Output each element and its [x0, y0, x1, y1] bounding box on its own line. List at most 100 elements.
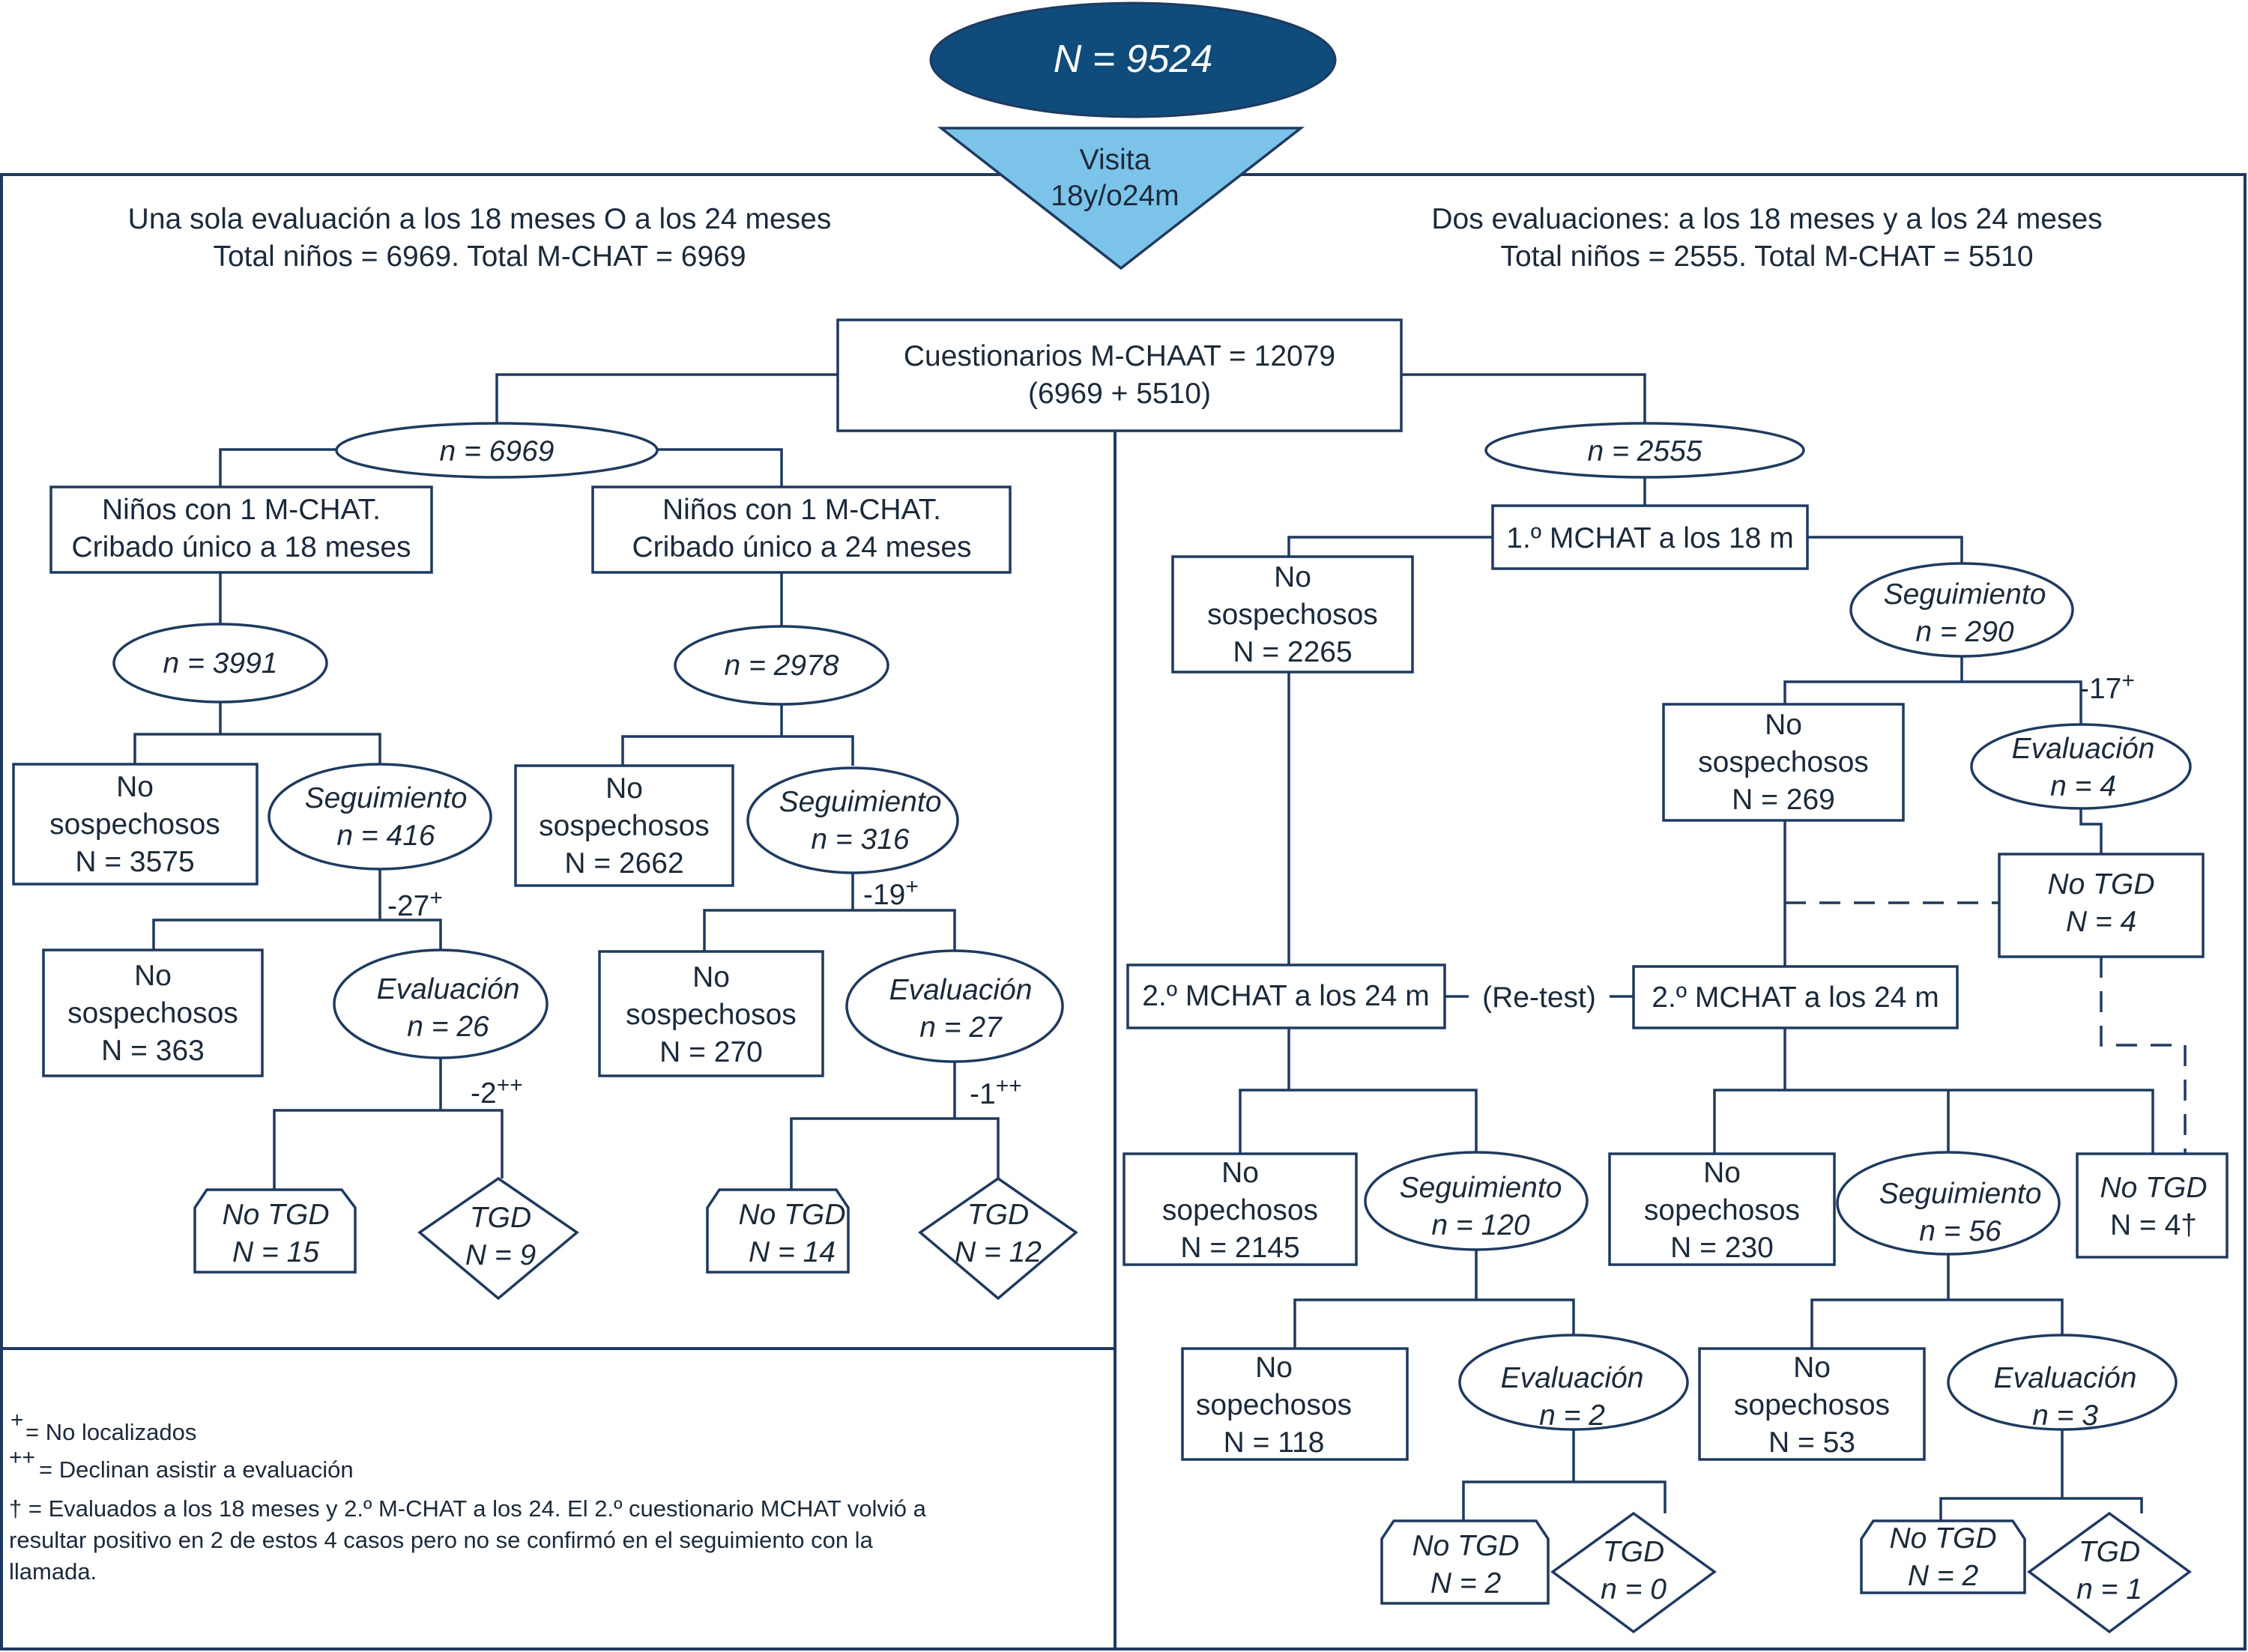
left-b-ns2-2: sospechosos [626, 999, 797, 1031]
legend-pp: = Declinan asistir a evaluación [39, 1456, 354, 1483]
right-second-a-label: 2.º MCHAT a los 24 m [1142, 980, 1429, 1012]
connector-lines [133, 373, 2154, 1521]
right-a-ns-3: N = 2145 [1180, 1232, 1299, 1264]
right-ns18b-1: No [1765, 709, 1802, 741]
left-a-ev-oval [333, 948, 549, 1059]
legend-dagger-1: † = Evaluados a los 18 meses y 2.º M-CHA… [9, 1495, 927, 1522]
right-seg18-oval [1849, 562, 2074, 658]
right-b-notgd-dagger-1: No TGD [2100, 1172, 2207, 1204]
left-b-ns-box [514, 764, 734, 887]
right-a-ns-2: sopechosos [1162, 1194, 1318, 1226]
legend-dagger-2: resultar positivo en 2 de estos 4 casos … [9, 1527, 874, 1553]
left-b-tgd-1: TGD [967, 1199, 1029, 1231]
left-b-loss2: -1++ [970, 1074, 1022, 1110]
right-ns18b-box [1662, 703, 1905, 822]
right-loss: -17+ [2079, 668, 2135, 705]
right-a-seg-1: Seguimiento [1400, 1172, 1562, 1204]
left-header-1: Una sola evaluación a los 18 meses O a l… [128, 203, 832, 235]
legend-pp-symbol: ++ [9, 1445, 35, 1470]
legend-plus-symbol: + [10, 1408, 24, 1432]
left-a-n-label: n = 3991 [163, 647, 278, 680]
left-b-ns-2: sospechosos [539, 810, 710, 842]
visit-label-2: 18y/o24m [1051, 180, 1179, 212]
right-ns18b-2: sospechosos [1698, 746, 1869, 778]
left-a-ns-1: No [116, 771, 154, 803]
right-ev18-1: Evaluación [2012, 733, 2155, 765]
left-b-ev-oval [845, 949, 1064, 1063]
left-a-ns2-2: sospechosos [67, 997, 238, 1029]
left-a-notgd-shape [193, 1188, 357, 1274]
right-b-ns2-1: No [1793, 1352, 1831, 1384]
right-b-notgd-shape [1860, 1519, 2026, 1594]
right-b-notgd-dagger-2: N = 4† [2110, 1209, 2197, 1241]
right-second-b-label: 2.º MCHAT a los 24 m [1652, 981, 1939, 1014]
right-ns18-3: N = 2265 [1233, 636, 1352, 668]
left-b-ev-1: Evaluación [889, 974, 1033, 1006]
right-ev18-oval [1970, 723, 2192, 810]
left-a-notgd-1: No TGD [222, 1199, 329, 1231]
right-b-tgd-diamond [2027, 1511, 2192, 1634]
left-b-ev-2: n = 27 [919, 1011, 1003, 1044]
left-b-ns2-box [598, 950, 824, 1077]
questionnaires-box [836, 318, 1403, 432]
left-a-tgd-diamond [417, 1176, 579, 1301]
right-a-notgd-1: No TGD [1412, 1530, 1519, 1562]
left-a-seg-oval [268, 763, 492, 871]
left-b-tgd-diamond [918, 1176, 1078, 1301]
left-a-seg-1: Seguimiento [305, 782, 468, 814]
left-b-box-2: Cribado único a 24 meses [632, 531, 971, 563]
left-b-seg-2: n = 316 [811, 823, 910, 856]
left-b-box-1: Niños con 1 M-CHAT. [662, 494, 941, 526]
left-a-ns-3: N = 3575 [75, 846, 194, 878]
left-b-n-oval [674, 625, 889, 706]
right-a-ns2-box [1181, 1347, 1409, 1461]
left-a-ns2-1: No [134, 960, 172, 992]
right-a-seg-oval [1364, 1151, 1589, 1251]
legend-plus: = No localizados [25, 1419, 196, 1445]
left-n-label: n = 6969 [440, 435, 555, 468]
left-a-ns2-3: N = 363 [101, 1035, 205, 1067]
right-a-tgd-1: TGD [1603, 1536, 1664, 1568]
total-oval [929, 1, 1337, 118]
right-first-label: 1.º MCHAT a los 18 m [1506, 522, 1793, 554]
left-a-ns2-box [42, 948, 264, 1077]
right-notgd18-2: N = 4 [2066, 906, 2136, 938]
right-a-notgd-shape [1380, 1519, 1550, 1605]
right-b-seg-2: n = 56 [1919, 1215, 2001, 1247]
left-b-seg-1: Seguimiento [779, 786, 942, 818]
right-a-ns-1: No [1221, 1157, 1259, 1189]
left-b-box [591, 485, 1012, 574]
left-a-ev-2: n = 26 [407, 1011, 489, 1043]
left-a-ev-1: Evaluación [377, 973, 520, 1005]
right-a-ns2-3: N = 118 [1224, 1426, 1325, 1459]
right-header-2: Total niños = 2555. Total M-CHAT = 5510 [1500, 240, 2033, 273]
visit-label-1: Visita [1080, 144, 1151, 176]
legend-dagger-3: llamada. [9, 1558, 97, 1585]
dashed-connectors [1785, 901, 2187, 1154]
right-a-ns2-2: sopechosos [1196, 1389, 1352, 1421]
left-a-ns-box [12, 763, 259, 886]
left-a-ns-2: sospechosos [49, 808, 220, 841]
retest-label: (Re-test) [1482, 981, 1596, 1014]
right-a-tgd-2: n = 0 [1601, 1573, 1667, 1606]
left-b-tgd-2: N = 12 [955, 1236, 1042, 1268]
right-a-notgd-2: N = 2 [1430, 1567, 1502, 1600]
right-ns18-box [1171, 555, 1414, 674]
left-b-ns2-3: N = 270 [659, 1036, 763, 1068]
left-a-box [49, 485, 433, 574]
total-label: N = 9524 [1054, 37, 1213, 81]
right-a-ns-box [1123, 1152, 1358, 1266]
left-a-n-oval [112, 623, 328, 704]
left-b-loss1: -19+ [863, 874, 919, 911]
right-ns18-1: No [1274, 561, 1311, 593]
left-a-box-1: Niños con 1 M-CHAT. [102, 494, 381, 526]
left-b-notgd-shape [706, 1188, 850, 1274]
right-a-ns2-1: No [1255, 1352, 1293, 1384]
right-b-ns2-2: sopechosos [1734, 1389, 1890, 1421]
right-b-seg-1: Seguimiento [1879, 1178, 2042, 1210]
right-second-a-box [1126, 963, 1446, 1029]
right-a-ev-2: n = 2 [1539, 1400, 1605, 1432]
left-b-ns-1: No [605, 772, 643, 805]
